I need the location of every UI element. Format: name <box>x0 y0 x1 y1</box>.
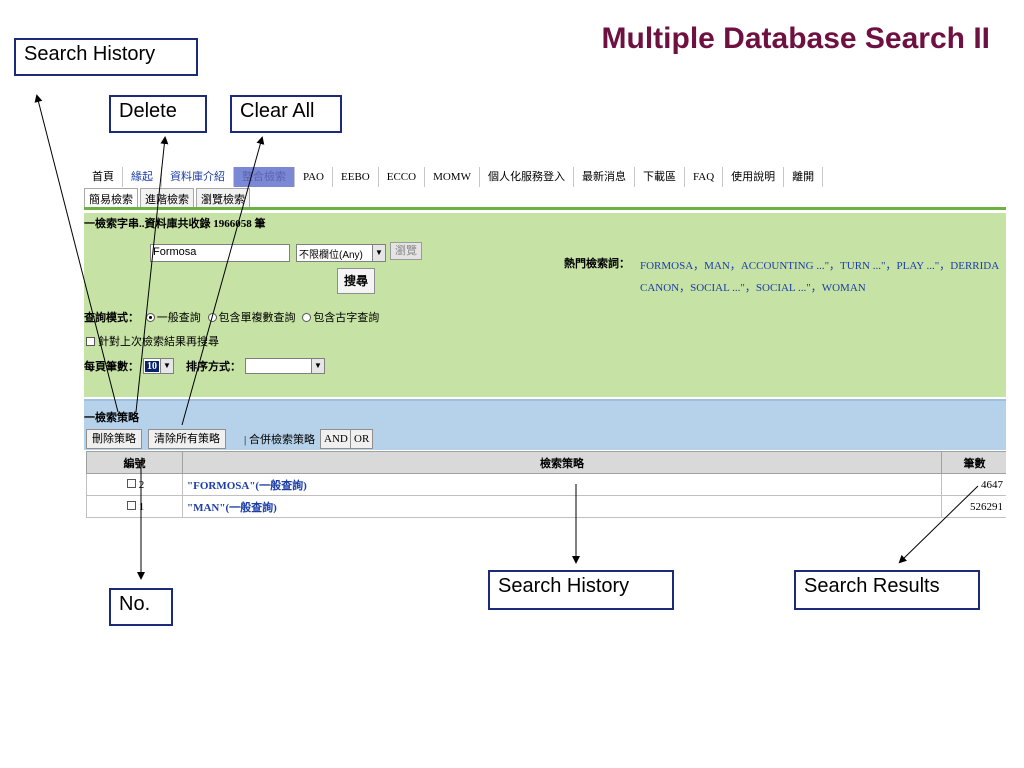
chevron-down-icon: ▼ <box>160 359 173 373</box>
row-count[interactable]: 4647 <box>941 473 1006 496</box>
nav-item[interactable]: 資料庫介紹 <box>162 167 234 187</box>
nav-item[interactable]: ECCO <box>379 167 426 187</box>
sort-select[interactable]: ▼ <box>245 358 325 374</box>
browse-button[interactable]: 瀏覽 <box>390 242 422 260</box>
nav-item[interactable]: 使用說明 <box>723 167 785 187</box>
hot-terms-line[interactable]: FORMOSA，MAN，ACCOUNTING ..."，TURN ..."，PL… <box>640 260 1000 272</box>
nav-item[interactable]: 整合檢索 <box>234 167 295 187</box>
search-button[interactable]: 搜尋 <box>337 268 375 294</box>
delete-strategy-button[interactable]: 刪除策略 <box>86 429 142 449</box>
table-row: 2 "FORMOSA"(一般查詢) 4647 <box>86 473 1006 496</box>
callout-clear-all: Clear All <box>230 95 342 133</box>
nav-item[interactable]: 最新消息 <box>574 167 635 187</box>
callout-search-history: Search History <box>14 38 198 76</box>
query-mode-label: 查詢模式： <box>84 312 139 324</box>
table-row: 1 "MAN"(一般查詢) 526291 <box>86 495 1006 518</box>
radio-label: 一般查詢 <box>156 312 201 324</box>
callout-search-history-bottom: Search History <box>488 570 674 610</box>
field-select-value: 不限欄位(Any) <box>299 250 363 261</box>
field-select[interactable]: 不限欄位(Any) ▼ <box>296 244 386 262</box>
nav-item[interactable]: 首頁 <box>84 167 123 187</box>
chevron-down-icon: ▼ <box>311 359 324 373</box>
hot-terms-line[interactable]: CANON，SOCIAL ..."，SOCIAL ..."，WOMAN <box>640 282 866 294</box>
sort-label: 排序方式： <box>186 361 241 373</box>
radio-plural-query[interactable] <box>207 312 217 322</box>
search-section-header: 一檢索字串..資料庫共收錄 1966058 筆 <box>84 218 266 230</box>
col-count: 筆數 <box>941 451 1006 474</box>
per-page-select[interactable]: 10 ▼ <box>143 358 174 374</box>
col-no: 編號 <box>86 451 183 474</box>
nav-item[interactable]: PAO <box>295 167 333 187</box>
tab-simple-search[interactable]: 簡易檢索 <box>84 188 138 207</box>
row-count[interactable]: 526291 <box>941 495 1006 518</box>
or-button[interactable]: OR <box>350 429 374 449</box>
row-strategy[interactable]: "MAN"(一般查詢) <box>182 495 942 518</box>
history-section-header: 一檢索策略 <box>84 412 139 424</box>
chevron-down-icon: ▼ <box>372 245 385 261</box>
clear-all-button[interactable]: 清除所有策略 <box>148 429 226 449</box>
nav-item[interactable]: 緣起 <box>123 167 162 187</box>
merge-strategy-label: | 合併檢索策略 <box>244 434 315 446</box>
history-bar: 一檢索策略 刪除策略 清除所有策略 | 合併檢索策略 AND OR <box>84 399 1006 450</box>
nav-item[interactable]: FAQ <box>685 167 724 187</box>
radio-label: 包含古字查詢 <box>313 312 380 324</box>
query-mode-row: 查詢模式： 一般查詢 包含單複數查詢 包含古字查詢 <box>84 309 379 325</box>
hot-terms: FORMOSA，MAN，ACCOUNTING ..."，TURN ..."，PL… <box>640 255 1006 299</box>
research-row: 針對上次檢索結果再搜尋 <box>84 333 219 349</box>
research-checkbox[interactable] <box>86 336 95 346</box>
nav-item[interactable]: 下載區 <box>635 167 685 187</box>
keyword-input[interactable]: Formosa <box>150 244 290 262</box>
row-strategy[interactable]: "FORMOSA"(一般查詢) <box>182 473 942 496</box>
search-subtabs: 簡易檢索 進階檢索 瀏覽檢索 <box>84 188 1006 210</box>
row-no-cell: 2 <box>86 473 183 496</box>
radio-general-query[interactable] <box>145 312 155 322</box>
nav-item[interactable]: MOMW <box>425 167 480 187</box>
research-label: 針對上次檢索結果再搜尋 <box>98 336 219 348</box>
nav-item[interactable]: EEBO <box>333 167 379 187</box>
radio-label: 包含單複數查詢 <box>218 312 296 324</box>
row-checkbox[interactable] <box>126 479 136 489</box>
callout-delete: Delete <box>109 95 207 133</box>
callout-search-results: Search Results <box>794 570 980 610</box>
col-strategy: 檢索策略 <box>182 451 942 474</box>
per-page-label: 每頁筆數： <box>84 361 139 373</box>
tab-browse-search[interactable]: 瀏覽檢索 <box>196 188 250 207</box>
search-panel: 一檢索字串..資料庫共收錄 1966058 筆 Formosa 不限欄位(Any… <box>84 213 1006 397</box>
table-header-row: 編號 檢索策略 筆數 <box>86 451 1006 474</box>
row-checkbox[interactable] <box>126 501 136 511</box>
row-no-cell: 1 <box>86 495 183 518</box>
and-button[interactable]: AND <box>320 429 352 449</box>
tab-advanced-search[interactable]: 進階檢索 <box>140 188 194 207</box>
slide-title: Multiple Database Search II <box>601 22 990 55</box>
row-no: 1 <box>138 500 145 513</box>
row-no: 2 <box>138 478 145 491</box>
nav-item[interactable]: 個人化服務登入 <box>480 167 574 187</box>
nav-item[interactable]: 離開 <box>784 167 824 187</box>
history-table: 編號 檢索策略 筆數 2 "FORMOSA"(一般查詢) 4647 1 "MAN… <box>86 451 1006 518</box>
radio-ancient-query[interactable] <box>302 312 312 322</box>
per-page-value: 10 <box>145 360 159 372</box>
hot-terms-label: 熱門檢索詞： <box>564 258 630 270</box>
per-page-row: 每頁筆數： 10 ▼ 排序方式： ▼ <box>84 358 329 374</box>
callout-no: No. <box>109 588 173 626</box>
